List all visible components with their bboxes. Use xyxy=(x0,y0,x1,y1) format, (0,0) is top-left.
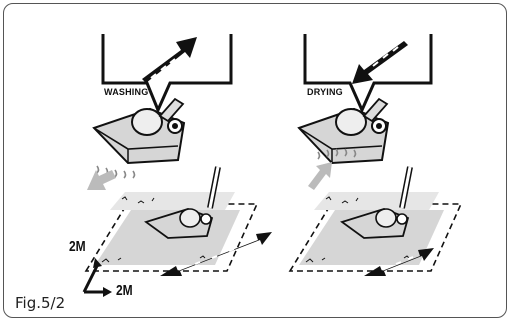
horizontal-dimension-label: 2M xyxy=(116,282,133,299)
drying-airflow-arrow xyxy=(352,41,408,84)
drying-water-drops xyxy=(317,148,357,160)
figure-label: Fig.5/2 xyxy=(15,294,66,312)
washing-motion-arrow xyxy=(160,232,272,276)
drying-callout-bracket xyxy=(303,34,433,114)
figure-frame xyxy=(3,3,507,318)
drying-panel xyxy=(288,34,463,276)
drying-flow-arrow xyxy=(308,162,332,190)
washing-panel xyxy=(82,34,272,297)
washing-airflow-arrow xyxy=(142,37,197,83)
washing-nozzle-head xyxy=(92,97,186,165)
washing-callout-bracket xyxy=(101,34,233,114)
drying-floor-nozzle xyxy=(340,166,413,239)
drying-nozzle-head xyxy=(297,97,390,165)
drying-motion-arrow xyxy=(364,248,434,276)
washing-floor-nozzle xyxy=(144,166,221,239)
washing-flow-arrow xyxy=(87,170,116,190)
dimension-arrows xyxy=(82,258,112,297)
drying-label: DRYING xyxy=(307,87,343,97)
vertical-dimension-label: 2M xyxy=(69,238,86,255)
washing-label: WASHING xyxy=(104,87,149,97)
